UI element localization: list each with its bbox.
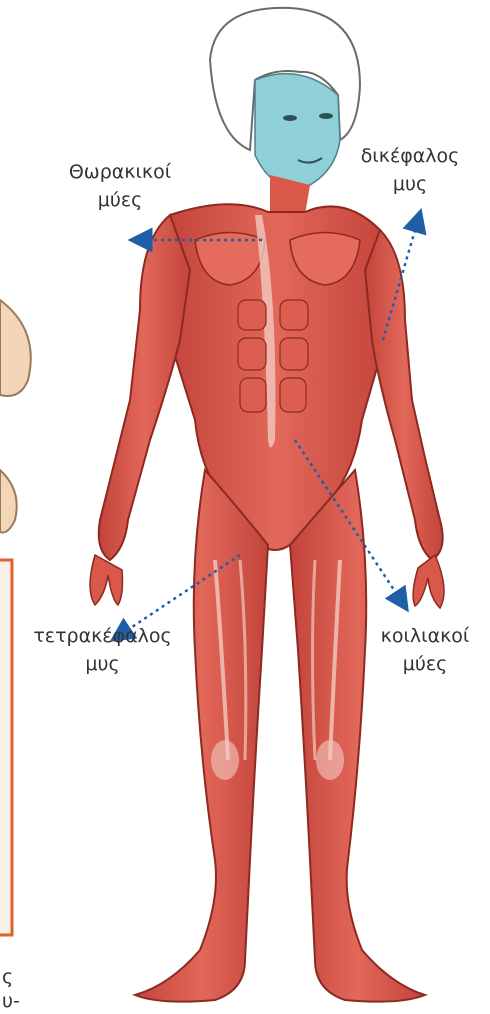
pectoral-label-line2: μύες — [40, 186, 200, 214]
cropped-text-line2: υ- — [2, 990, 20, 1012]
abdominal-muscles-label: κοιλιακοί μύες — [360, 622, 490, 678]
cropped-text-line1: ς — [2, 966, 13, 988]
cropped-frame — [0, 560, 12, 935]
abdominal-label-line1: κοιλιακοί — [360, 622, 490, 650]
cropped-side-image — [0, 300, 31, 935]
left-leg — [290, 470, 425, 1002]
right-leg — [135, 470, 268, 1002]
right-arm — [99, 215, 190, 560]
quadriceps-label-line2: μυς — [5, 650, 200, 678]
quadriceps-label-line1: τετρακέφαλος — [5, 622, 200, 650]
face — [255, 74, 340, 190]
left-arm — [365, 230, 443, 560]
biceps-label-line1: δικέφαλος — [335, 142, 485, 170]
quadriceps-label: τετρακέφαλος μυς — [5, 622, 200, 678]
biceps-label: δικέφαλος μυς — [335, 142, 485, 198]
pectoral-muscles-label: Θωρακικοί μύες — [40, 158, 200, 214]
pectoral-label-line1: Θωρακικοί — [40, 158, 200, 186]
abdominal-label-line2: μύες — [360, 650, 490, 678]
biceps-label-line2: μυς — [335, 170, 485, 198]
